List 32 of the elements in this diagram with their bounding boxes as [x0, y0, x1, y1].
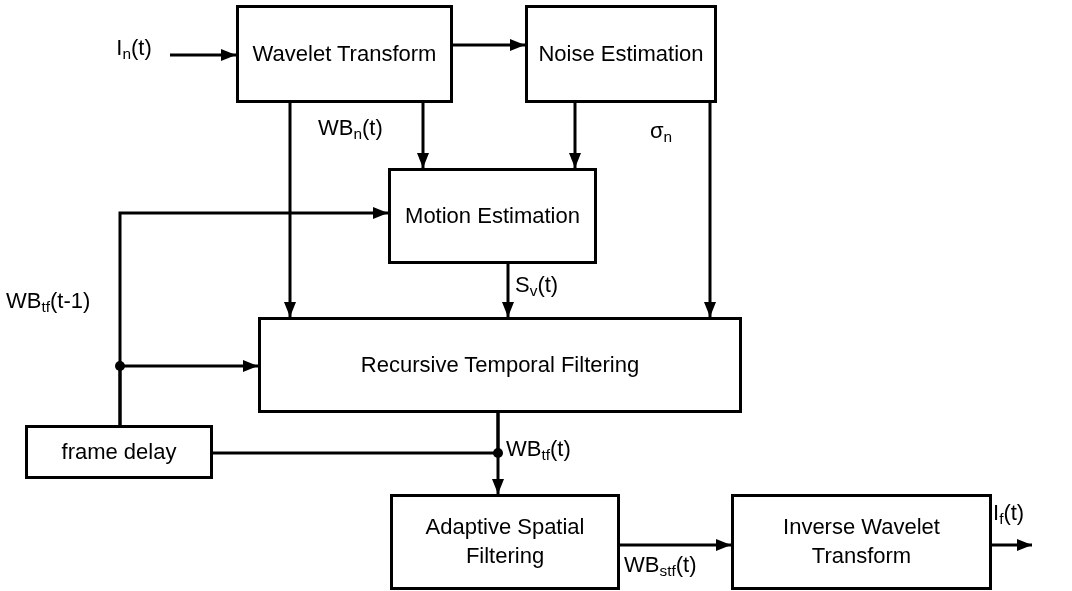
signal-label: I$_{n}$(t): [98, 28, 170, 68]
arrow: [417, 103, 429, 168]
arrow: [118, 360, 258, 425]
process-box: [525, 5, 717, 103]
box-label: Wavelet Transform: [252, 39, 437, 68]
process-box: [258, 317, 742, 413]
process-box: [731, 494, 992, 590]
process-box: [236, 5, 453, 103]
arrow: [284, 103, 296, 317]
edge-label: WB$_{tf}$(t-1): [6, 288, 91, 314]
process-box: [388, 168, 597, 264]
arrow: [569, 103, 581, 168]
edge-label: S$_{v}$(t): [515, 272, 559, 298]
box-label: Recursive Temporal Filtering: [360, 350, 640, 379]
box-label: Noise Estimation: [538, 39, 704, 68]
edge-label: WB$_{tf}$(t): [506, 436, 571, 462]
box-label: frame delay: [61, 437, 177, 466]
edge-label: σ$_{n}$: [650, 118, 673, 144]
box-label: Adaptive Spatial Filtering: [424, 513, 586, 570]
arrow: [620, 539, 731, 551]
process-box: [25, 425, 213, 479]
edge-label: WB$_{n}$(t): [318, 115, 383, 141]
edge-label: WB$_{stf}$(t): [624, 552, 697, 578]
box-label: Inverse Wavelet Transform: [782, 513, 941, 570]
signal-label: I$_{f}$(t): [993, 500, 1025, 526]
arrow: [704, 103, 716, 317]
process-box: [390, 494, 620, 590]
box-label: Motion Estimation: [405, 201, 580, 230]
arrow: [170, 49, 236, 61]
arrow: [453, 39, 525, 51]
arrow: [502, 264, 514, 317]
arrow: [992, 539, 1032, 551]
